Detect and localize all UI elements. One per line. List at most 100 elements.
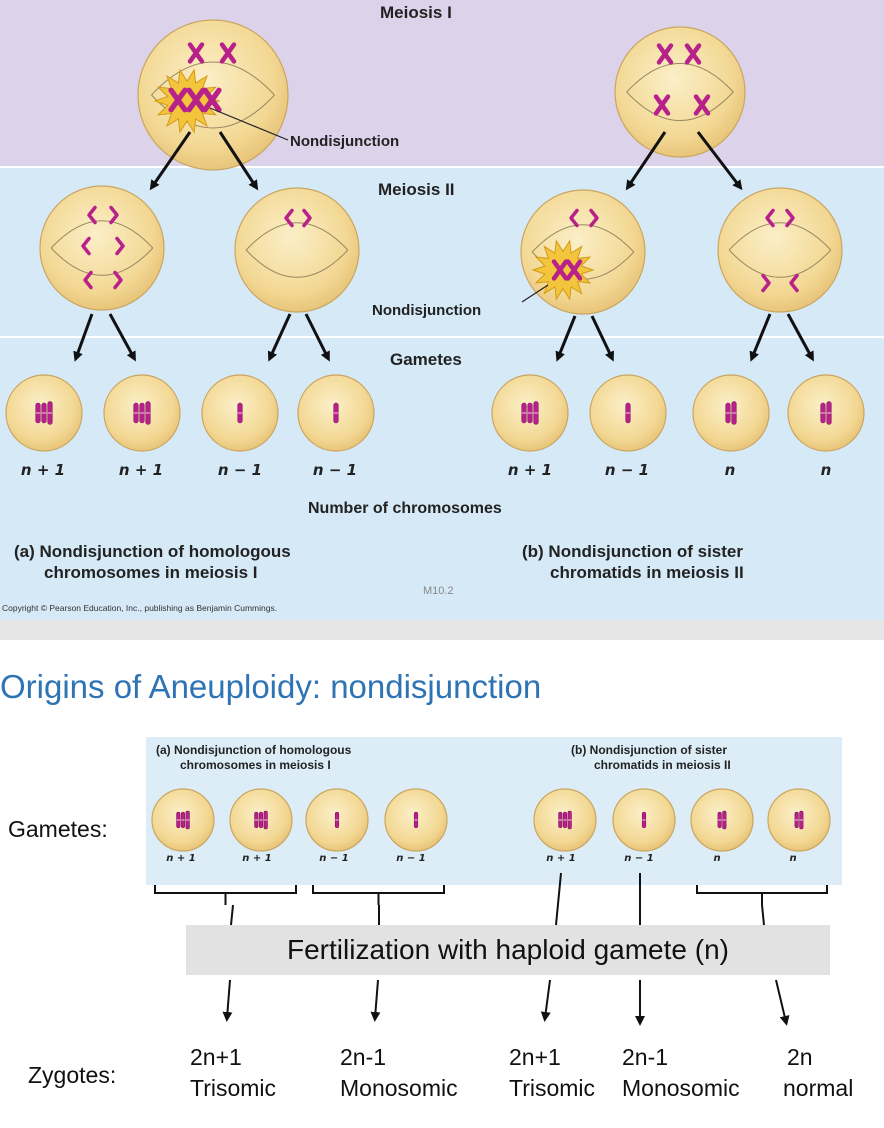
gametes-summary-panel: (a) Nondisjunction of homologous chromos… <box>146 737 842 885</box>
arrow-m1-left-b <box>218 131 259 191</box>
zygote-1-type: Trisomic <box>190 1075 277 1101</box>
arrow-m2-1a <box>73 313 94 362</box>
chromosome-x <box>693 94 711 116</box>
chromosome-x <box>653 94 671 116</box>
zygote-4-count: 2n-1 <box>622 1044 669 1070</box>
mini-caption-a-line1: (a) Nondisjunction of homologous <box>156 743 352 757</box>
gametes-row-label: Gametes: <box>8 816 108 842</box>
chromatid <box>113 270 123 290</box>
zygote-1: 2n+1 Trisomic <box>190 1042 276 1104</box>
arrow-m2-4a <box>749 313 772 362</box>
meiosis2-cell-1 <box>39 185 165 311</box>
fertilization-box: Fertilization with haploid gamete (n) <box>186 925 830 975</box>
caption-b-line2: chromatids in meiosis II <box>550 563 744 582</box>
stem-5 <box>761 904 765 926</box>
arrow-m2-2a <box>267 313 292 362</box>
gametes-heading: Gametes <box>390 350 462 369</box>
nondisjunction-label-1: Nondisjunction <box>290 133 400 150</box>
arrow-m2-3a <box>555 315 577 362</box>
gamete-cell-8 <box>787 374 865 452</box>
chromosome-x <box>202 87 222 113</box>
chromatid <box>81 236 91 256</box>
arrow-m2-4b <box>786 313 814 362</box>
gamete-count-8: n <box>820 461 832 479</box>
chromosome-x <box>168 87 188 113</box>
chromatid <box>569 208 579 228</box>
nondisjunction-burst-2 <box>531 239 595 301</box>
zygote-arrow-3 <box>540 979 551 1022</box>
zygote-5-count: 2n <box>787 1044 813 1070</box>
zygote-5-type: normal <box>783 1075 854 1101</box>
meiosis2-cell-4 <box>717 187 843 313</box>
meiosis-diagram <box>0 0 884 640</box>
chromatid <box>761 273 771 293</box>
mini-caption-b-line1: (b) Nondisjunction of sister <box>571 743 727 757</box>
zygote-arrow-2 <box>370 979 381 1022</box>
mini-caption-b-line2: chromatids in meiosis II <box>594 758 731 772</box>
gamete-count-1: n + 1 <box>20 461 66 479</box>
meiosis2-cell-3 <box>520 189 646 315</box>
gamete-cell-1 <box>5 374 83 452</box>
meiosis1-band <box>0 0 884 166</box>
chromatid <box>115 236 125 256</box>
mini-gamete-count-3: n − 1 <box>319 853 349 864</box>
arrow-m2-1b <box>108 313 136 362</box>
zygote-3-count: 2n+1 <box>509 1044 561 1070</box>
chromatid <box>302 208 312 228</box>
gamete-count-7: n <box>724 461 736 479</box>
meiosis-figure: Meiosis I Meiosis II Gametes Nondisjunct… <box>0 0 884 640</box>
gamete-cell-5 <box>491 374 569 452</box>
zygote-3-type: Trisomic <box>509 1075 596 1101</box>
chromatid <box>785 208 795 228</box>
zygote-5: 2n normal <box>783 1042 853 1104</box>
caption-a-line1: (a) Nondisjunction of homologous <box>14 542 291 561</box>
zygote-1-count: 2n+1 <box>190 1044 242 1070</box>
gamete-cell-4 <box>297 374 375 452</box>
chromatid <box>284 208 294 228</box>
meiosis2-heading: Meiosis II <box>378 180 455 199</box>
mini-gamete-count-5: n + 1 <box>546 853 576 864</box>
mini-caption-a-line2: chromosomes in meiosis I <box>180 758 331 772</box>
figure-ref: M10.2 <box>423 585 454 597</box>
zygote-4-type: Monosomic <box>622 1075 740 1101</box>
gamete-cell-6 <box>589 374 667 452</box>
bracket-group-3 <box>696 885 828 905</box>
zygote-2: 2n-1 Monosomic <box>340 1042 458 1104</box>
zygote-arrow-5 <box>775 979 790 1026</box>
gamete-count-2: n + 1 <box>118 461 164 479</box>
chromosome-x <box>186 87 206 113</box>
axis-label: Number of chromosomes <box>308 500 502 517</box>
caption-b-line1: (b) Nondisjunction of sister <box>522 542 743 561</box>
bracket-group-1 <box>154 885 297 905</box>
copyright: Copyright © Pearson Education, Inc., pub… <box>2 603 278 613</box>
chromatid <box>765 208 775 228</box>
meiosis2-cell-2 <box>234 187 360 313</box>
zygotes-row-label: Zygotes: <box>28 1062 117 1088</box>
chromatid <box>589 208 599 228</box>
meiosis1-heading: Meiosis I <box>380 3 452 22</box>
zygote-3: 2n+1 Trisomic <box>509 1042 595 1104</box>
arrow-m1-right-a <box>625 131 667 191</box>
gamete-cell-7 <box>692 374 770 452</box>
meiosis1-cell-right <box>614 26 746 158</box>
arrow-m2-3b <box>590 315 614 362</box>
chromosome-x <box>565 259 583 281</box>
gamete-count-6: n − 1 <box>604 461 650 479</box>
chromosome-x <box>187 42 205 64</box>
gamete-count-4: n − 1 <box>312 461 358 479</box>
mini-gamete-count-6: n − 1 <box>624 853 654 864</box>
chromosome-x <box>656 43 674 65</box>
gamete-count-3: n − 1 <box>217 461 263 479</box>
chromosome-x <box>551 259 569 281</box>
zygote-2-count: 2n-1 <box>340 1044 387 1070</box>
stem-1 <box>230 904 234 926</box>
chromatid <box>87 205 97 225</box>
arrow-m1-right-b <box>696 131 743 191</box>
bracket-group-2 <box>312 885 445 905</box>
page-title: Origins of Aneuploidy: nondisjunction <box>0 668 542 705</box>
fertilization-text: Fertilization with haploid gamete (n) <box>287 934 729 965</box>
chromosome-x <box>684 43 702 65</box>
mini-gamete-count-7: n <box>713 853 721 864</box>
arrow-m2-2b <box>304 313 330 362</box>
gamete-cell-3 <box>201 374 279 452</box>
